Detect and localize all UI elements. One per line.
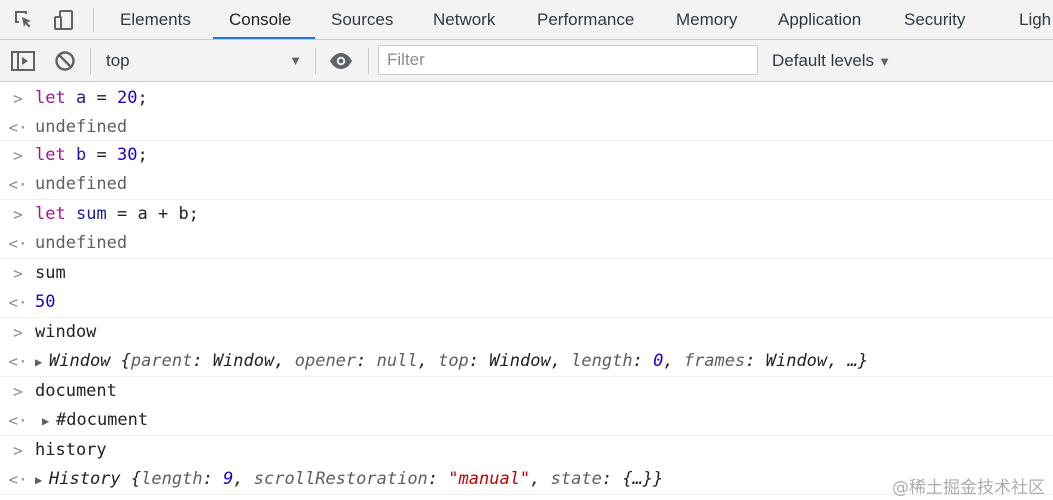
console-result-line: <· ▶#document (0, 406, 1053, 435)
input-code: let b = 30; (35, 145, 148, 165)
live-expression-eye-icon[interactable] (328, 48, 354, 74)
result-arrow-icon: <· (8, 411, 28, 430)
console-result-line: <· ▶History {length: 9, scrollRestoratio… (0, 465, 1053, 494)
input-prompt-icon: > (13, 323, 23, 342)
console-messages[interactable]: > let a = 20; <· undefined > let b = 30;… (0, 82, 1053, 500)
active-tab-indicator (213, 37, 315, 39)
console-input-line: > let a = 20; (0, 84, 1053, 113)
console-input-line: > let sum = a + b; (0, 200, 1053, 229)
console-result-line: <· undefined (0, 170, 1053, 199)
console-input-line: > document (0, 377, 1053, 406)
log-levels-dropdown[interactable]: Default levels▼ (772, 46, 891, 76)
tab-lighthouse[interactable]: Ligh (1019, 10, 1052, 29)
console-result-line: <· undefined (0, 113, 1053, 142)
toolbar-separator (315, 48, 316, 74)
context-selector-value: top (106, 51, 130, 70)
result-value: 50 (35, 292, 56, 312)
result-arrow-icon: <· (8, 175, 28, 194)
console-result-line: <· undefined (0, 229, 1053, 258)
console-result-line: <· ▶Window {parent: Window, opener: null… (0, 347, 1053, 376)
dropdown-arrow-icon: ▼ (289, 53, 302, 68)
result-value: undefined (35, 174, 128, 194)
input-code: window (35, 322, 97, 342)
input-prompt-icon: > (13, 205, 23, 224)
tab-console[interactable]: Console (229, 10, 292, 29)
input-code: let sum = a + b; (35, 204, 199, 224)
clear-console-icon[interactable] (52, 48, 78, 74)
result-value: undefined (35, 117, 128, 137)
console-entry: > history <· ▶History {length: 9, scroll… (0, 436, 1053, 495)
input-code: let a = 20; (35, 88, 148, 108)
tab-elements[interactable]: Elements (120, 10, 191, 29)
tab-network[interactable]: Network (433, 10, 496, 29)
inspect-element-icon[interactable] (12, 8, 36, 32)
console-entry: > let b = 30; <· undefined (0, 141, 1053, 200)
object-preview[interactable]: ▶History {length: 9, scrollRestoration: … (35, 465, 663, 495)
result-arrow-icon: <· (8, 118, 28, 137)
expand-triangle-icon[interactable]: ▶ (35, 473, 43, 487)
document-node-preview[interactable]: ▶#document (42, 406, 148, 436)
log-levels-label: Default levels (772, 51, 875, 70)
console-entry: > let a = 20; <· undefined (0, 82, 1053, 141)
object-preview[interactable]: ▶Window {parent: Window, opener: null, t… (35, 347, 868, 377)
input-prompt-icon: > (13, 382, 23, 401)
input-code: history (35, 440, 107, 460)
input-prompt-icon: > (13, 146, 23, 165)
console-entry: > let sum = a + b; <· undefined (0, 200, 1053, 259)
expand-triangle-icon[interactable]: ▶ (35, 355, 43, 369)
input-prompt-icon: > (13, 89, 23, 108)
sidebar-toggle-icon[interactable] (10, 48, 36, 74)
tab-memory[interactable]: Memory (676, 10, 738, 29)
console-input-line: > let b = 30; (0, 141, 1053, 170)
input-prompt-icon: > (13, 441, 23, 460)
console-input-line: > history (0, 436, 1053, 465)
expand-triangle-icon[interactable]: ▶ (42, 414, 50, 428)
console-entry: > document <· ▶#document (0, 377, 1053, 436)
watermark: @稀土掘金技术社区 (892, 478, 1045, 498)
input-code: sum (35, 263, 66, 283)
filter-input[interactable] (378, 45, 758, 75)
result-arrow-icon: <· (8, 470, 28, 489)
tabbar-separator (93, 8, 94, 32)
input-prompt-icon: > (13, 264, 23, 283)
toolbar-separator (368, 48, 369, 74)
result-arrow-icon: <· (8, 352, 28, 371)
result-arrow-icon: <· (8, 234, 28, 253)
tab-application[interactable]: Application (778, 10, 862, 29)
console-entry: > window <· ▶Window {parent: Window, ope… (0, 318, 1053, 377)
input-code: document (35, 381, 117, 401)
toolbar-separator (90, 48, 91, 74)
result-arrow-icon: <· (8, 293, 28, 312)
tab-security[interactable]: Security (904, 10, 966, 29)
devtools-tab-bar: Elements Console Sources Network Perform… (0, 0, 1053, 40)
result-value: undefined (35, 233, 128, 253)
console-result-line: <· 50 (0, 288, 1053, 317)
tab-performance[interactable]: Performance (537, 10, 635, 29)
context-selector[interactable]: top ▼ (98, 46, 308, 76)
dropdown-arrow-icon: ▼ (878, 54, 891, 69)
console-input-line: > sum (0, 259, 1053, 288)
tab-sources[interactable]: Sources (331, 10, 394, 29)
console-input-line: > window (0, 318, 1053, 347)
console-entry: > sum <· 50 (0, 259, 1053, 318)
device-toolbar-icon[interactable] (52, 8, 76, 32)
